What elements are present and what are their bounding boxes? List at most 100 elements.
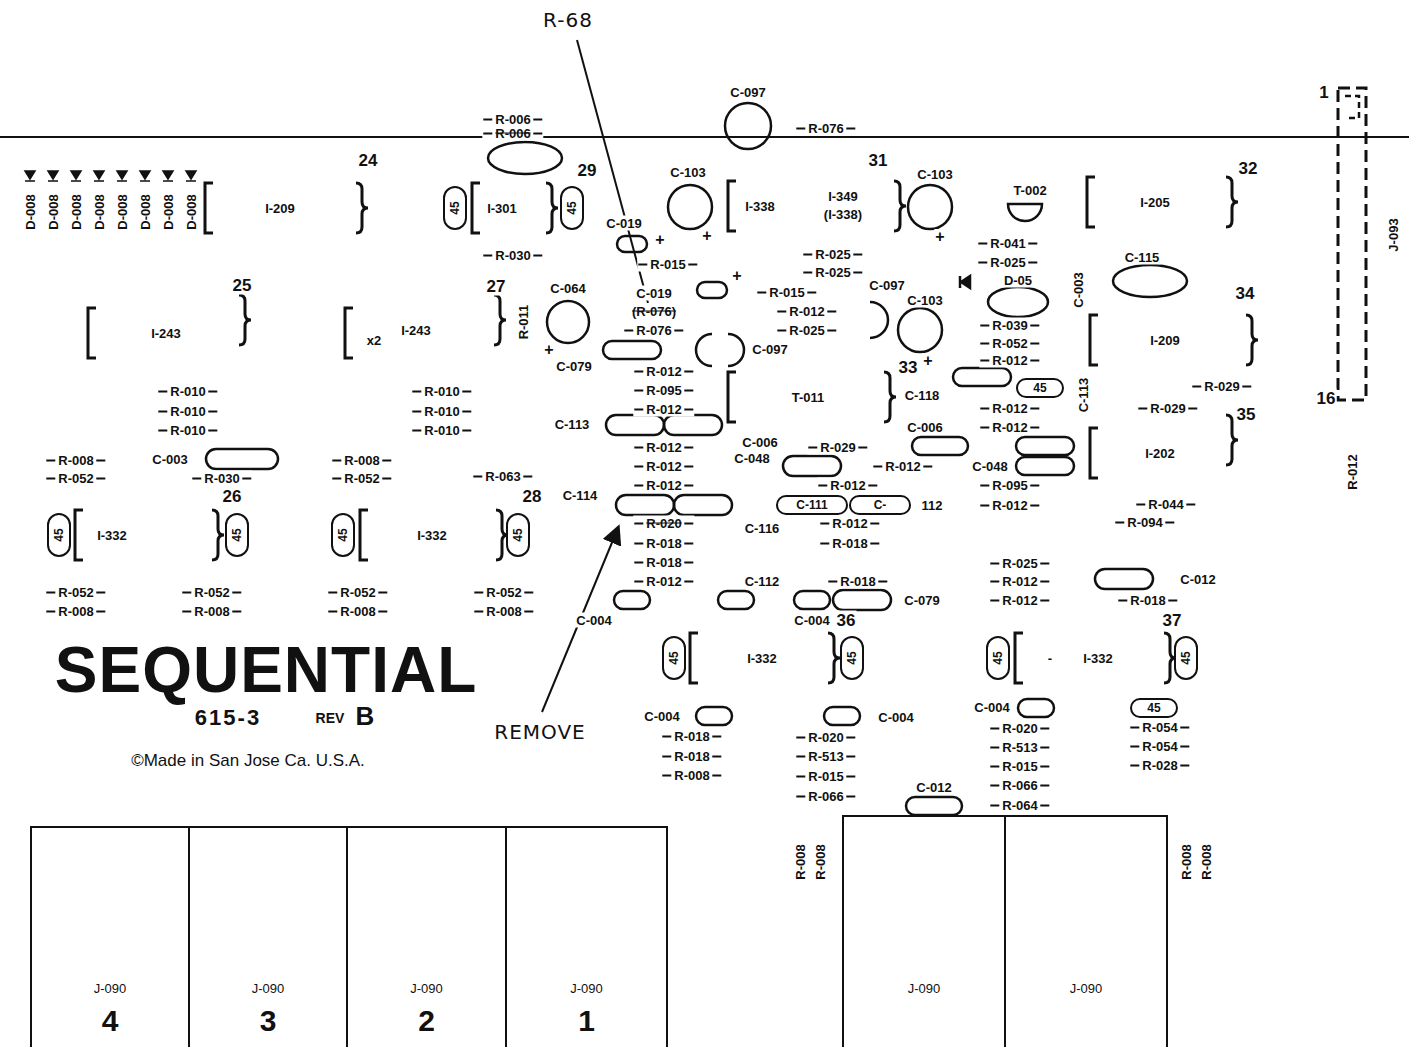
part-label: R-006 [482, 112, 543, 127]
part-label: C-019 [605, 216, 642, 231]
part-label: R-025 [776, 323, 837, 338]
polarity-mark: + [654, 232, 665, 248]
part-label: I-332 [1082, 651, 1114, 666]
part-label: R-052 [979, 336, 1040, 351]
part-label: R-006 [482, 126, 543, 141]
part-label: (I-338) [823, 207, 863, 222]
part-label: C-048 [971, 459, 1008, 474]
part-label: C-079 [903, 593, 940, 608]
handwritten-note: R-68 [542, 8, 594, 32]
part-outline: 45 [331, 513, 355, 557]
part-label: D-008 [92, 193, 107, 230]
part-label: J-093 [1386, 217, 1401, 252]
part-label: D-05 [1003, 273, 1033, 288]
connector-box: J-090 [1004, 815, 1168, 1047]
part-label: R-008 [473, 604, 534, 619]
part-label: R-015 [637, 257, 698, 272]
part-label: C-097 [868, 278, 905, 293]
part-label: R-513 [989, 740, 1050, 755]
maker-logo: SEQUENTIAL [54, 637, 478, 703]
part-value: 45 [511, 528, 525, 541]
part-label: R-052 [181, 585, 242, 600]
callout-number: 1 [1318, 83, 1329, 102]
part-label: R-012 [979, 498, 1040, 513]
part-label: T-011 [791, 390, 826, 405]
callout-number: 28 [522, 487, 543, 506]
part-label: R-012 [1345, 453, 1360, 490]
part-outline: 45 [225, 513, 249, 557]
connector-box: J-0901 [505, 826, 668, 1047]
part-label: R-008 [331, 453, 392, 468]
part-label: R-052 [331, 471, 392, 486]
part-label: C-012 [1179, 572, 1216, 587]
part-label: C-103 [906, 293, 943, 308]
part-label: D-008 [138, 193, 153, 230]
part-label: I-209 [1149, 333, 1181, 348]
polarity-mark: + [731, 268, 742, 284]
part-label: R-030 [482, 248, 543, 263]
part-outline: 45 [1130, 698, 1178, 718]
part-label: R-018 [1117, 593, 1178, 608]
board-revision: REV [315, 711, 346, 726]
part-label: R-012 [819, 516, 880, 531]
part-label: R-020 [633, 516, 694, 531]
part-label: R-018 [661, 749, 722, 764]
part-label: 112 [921, 498, 944, 513]
part-label: R-513 [795, 749, 856, 764]
part-label: R-012 [979, 420, 1040, 435]
part-label: C-113 [1076, 377, 1091, 414]
part-label: R-095 [633, 383, 694, 398]
part-label: R-018 [661, 729, 722, 744]
part-label: I-332 [416, 528, 448, 543]
part-label: R-064 [989, 798, 1050, 813]
part-label: C-004 [877, 710, 914, 725]
part-value: 45 [230, 528, 244, 541]
part-label: C-103 [916, 167, 953, 182]
part-label: - [1047, 651, 1053, 666]
part-label: R-025 [977, 255, 1038, 270]
part-label: R-025 [802, 247, 863, 262]
part-value: 45 [52, 528, 66, 541]
part-label: C-114 [562, 488, 599, 503]
part-label: R-018 [633, 555, 694, 570]
part-label: R-008 [181, 604, 242, 619]
part-label: R-052 [327, 585, 388, 600]
part-label: C-079 [555, 359, 592, 374]
part-label: I-202 [1144, 446, 1176, 461]
polarity-mark: + [934, 229, 945, 245]
connector-box: J-090 [842, 815, 1006, 1047]
callout-number: 25 [232, 276, 253, 295]
part-label: R-044 [1135, 497, 1196, 512]
capacitor-outline: C- [849, 495, 911, 515]
part-label: C-004 [793, 613, 830, 628]
part-label: T-002 [1012, 183, 1047, 198]
part-label: R-018 [827, 574, 888, 589]
part-label: C-004 [575, 613, 612, 628]
part-label: C-012 [915, 780, 952, 795]
part-label: R-039 [979, 318, 1040, 333]
connector-label: J-090 [94, 980, 127, 998]
connector-box: J-0904 [30, 826, 190, 1047]
part-label: R-076 [795, 121, 856, 136]
callout-number: 33 [898, 358, 919, 377]
part-value: 45 [1033, 381, 1046, 395]
board-revision: B [355, 703, 376, 729]
part-label: D-008 [115, 193, 130, 230]
part-label: R-012 [633, 402, 694, 417]
part-label: R-028 [1129, 758, 1190, 773]
part-label: R-010 [157, 404, 218, 419]
part-outline: 45 [443, 186, 467, 230]
part-label: C-116 [744, 521, 781, 536]
part-label: R-012 [872, 459, 933, 474]
part-label: R-008 [813, 843, 828, 880]
part-label: R-020 [989, 721, 1050, 736]
part-value: 45 [336, 528, 350, 541]
part-label: C-006 [906, 420, 943, 435]
part-value: C- [874, 498, 887, 512]
part-label: C-003 [151, 452, 188, 467]
callout-number: 27 [486, 277, 507, 296]
part-label: D-008 [23, 193, 38, 230]
handwritten-note: REMOVE [493, 720, 587, 744]
part-label: R-015 [989, 759, 1050, 774]
